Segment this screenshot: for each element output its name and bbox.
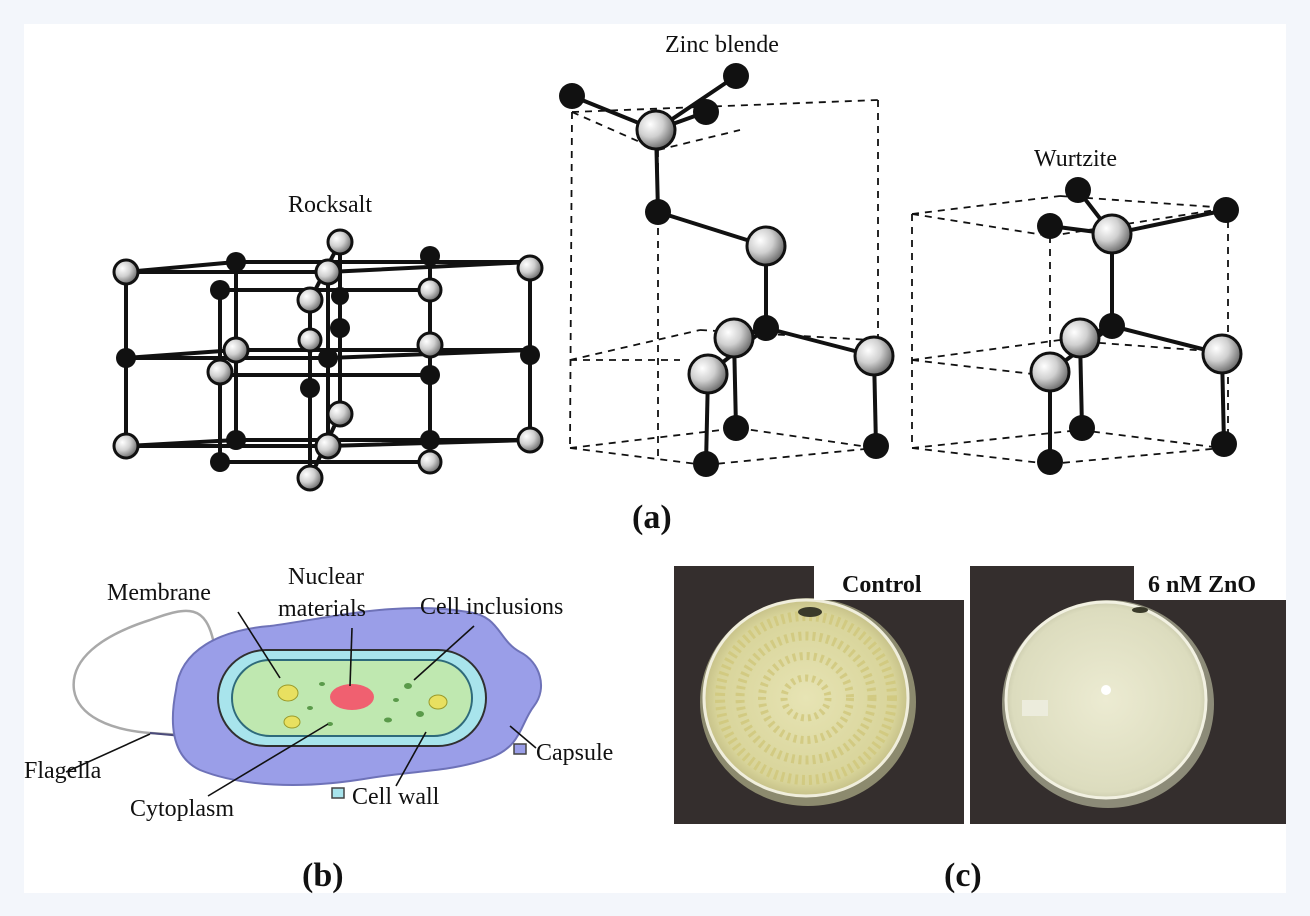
cell-inclusions-label: Cell inclusions: [420, 594, 563, 620]
control-label: Control: [842, 572, 922, 598]
leader-lines: [65, 611, 537, 797]
panel-c-tag: (c): [944, 857, 982, 894]
panel-b: Membrane Nuclear materials Cell inclusio…: [24, 564, 613, 894]
nuclear-label-line2: materials: [278, 596, 366, 622]
zinc-blende-label: Zinc blende: [665, 32, 779, 58]
zno-label: 6 nM ZnO: [1148, 572, 1256, 598]
cell-wall-swatch: [331, 787, 345, 799]
flagella-label: Flagella: [24, 758, 102, 784]
panel-a-tag: (a): [632, 499, 672, 536]
nuclear-label-line1: Nuclear: [288, 564, 364, 590]
rocksalt-label: Rocksalt: [288, 192, 372, 218]
zinc-blende-atoms: [559, 63, 895, 477]
cell-wall-label: Cell wall: [352, 784, 440, 810]
zinc-blende-unit-cell: [569, 99, 879, 466]
wurtzite-structure: Wurtzite: [911, 146, 1243, 475]
capsule-label: Capsule: [536, 740, 613, 766]
rocksalt-structure: Rocksalt: [112, 192, 544, 492]
cell-inclusions: [277, 682, 448, 729]
control-photo: Control: [674, 566, 964, 824]
capsule-swatch: [513, 743, 527, 755]
panel-a: Rocksalt: [112, 32, 1243, 536]
zno-photo: 6 nM ZnO: [970, 566, 1286, 824]
wurtzite-label: Wurtzite: [1034, 146, 1117, 172]
flagella: [72, 609, 216, 738]
cytoplasm-label: Cytoplasm: [130, 796, 234, 822]
wurtzite-atoms: [1029, 177, 1243, 475]
panel-c: Control 6 nM ZnO (c): [674, 566, 1286, 894]
panel-b-tag: (b): [302, 857, 344, 894]
zinc-blende-structure: Zinc blende: [559, 32, 895, 477]
membrane-label: Membrane: [107, 580, 211, 606]
nuclear-material: [330, 684, 374, 710]
rocksalt-atoms: [112, 228, 544, 492]
